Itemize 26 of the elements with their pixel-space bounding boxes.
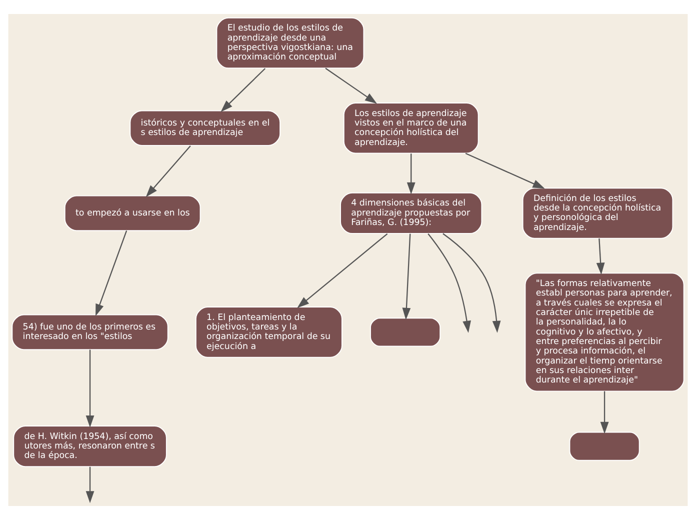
arrow xyxy=(465,152,545,189)
arrow xyxy=(596,238,605,275)
node-box: 4 dimensiones básicas del aprendizaje propuestas por Fariñas, G. (1995): xyxy=(340,192,482,234)
node-box: "Las formas relativamente establ personas para aprender, a través cuales se expresa el carácter únic irrepetible de la personalidad, la lo cognitivo y lo afectivo, y entre preferencias al percibir y procesa información, el organizar el tiemp orientarse en sus relaciones inter durante el aprendizaje" xyxy=(524,272,684,392)
arrow xyxy=(86,466,94,504)
node-box: istóricos y conceptuales en el s estilos de aprendizaje xyxy=(130,110,281,146)
arrow xyxy=(325,68,378,104)
arrow xyxy=(402,234,411,320)
node-box: 54) fue uno de los primeros es interesado en los "estilos xyxy=(12,314,168,350)
arrow xyxy=(442,233,501,333)
node-box: El estudio de los estilos de aprendizaje desde una perspectiva vigostkiana: una aproximación conceptual xyxy=(216,17,364,69)
arrow xyxy=(428,233,471,333)
arrow xyxy=(86,350,94,428)
arrow xyxy=(297,233,388,308)
arrow xyxy=(220,68,266,112)
arrow xyxy=(146,146,191,198)
node-box: to empezó a usarse en los xyxy=(64,195,201,232)
arrow xyxy=(406,154,416,194)
node-box: de H. Witkin (1954), así como utores más, resonaron entre s de la época. xyxy=(13,426,167,468)
node-box: Definición de los estilos desde la concepción holística y personológica del aprendizaje. xyxy=(522,188,674,239)
arrow xyxy=(600,391,609,434)
arrow xyxy=(96,230,128,316)
node-box: Los estilos de aprendizaje vistos en el marco de una concepción holística del aprendizaje. xyxy=(343,102,479,154)
node-box xyxy=(569,432,640,461)
node-box xyxy=(370,318,441,347)
node-box: 1. El planteamiento de objetivos, tareas y la organización temporal de su ejecución a xyxy=(195,306,342,358)
